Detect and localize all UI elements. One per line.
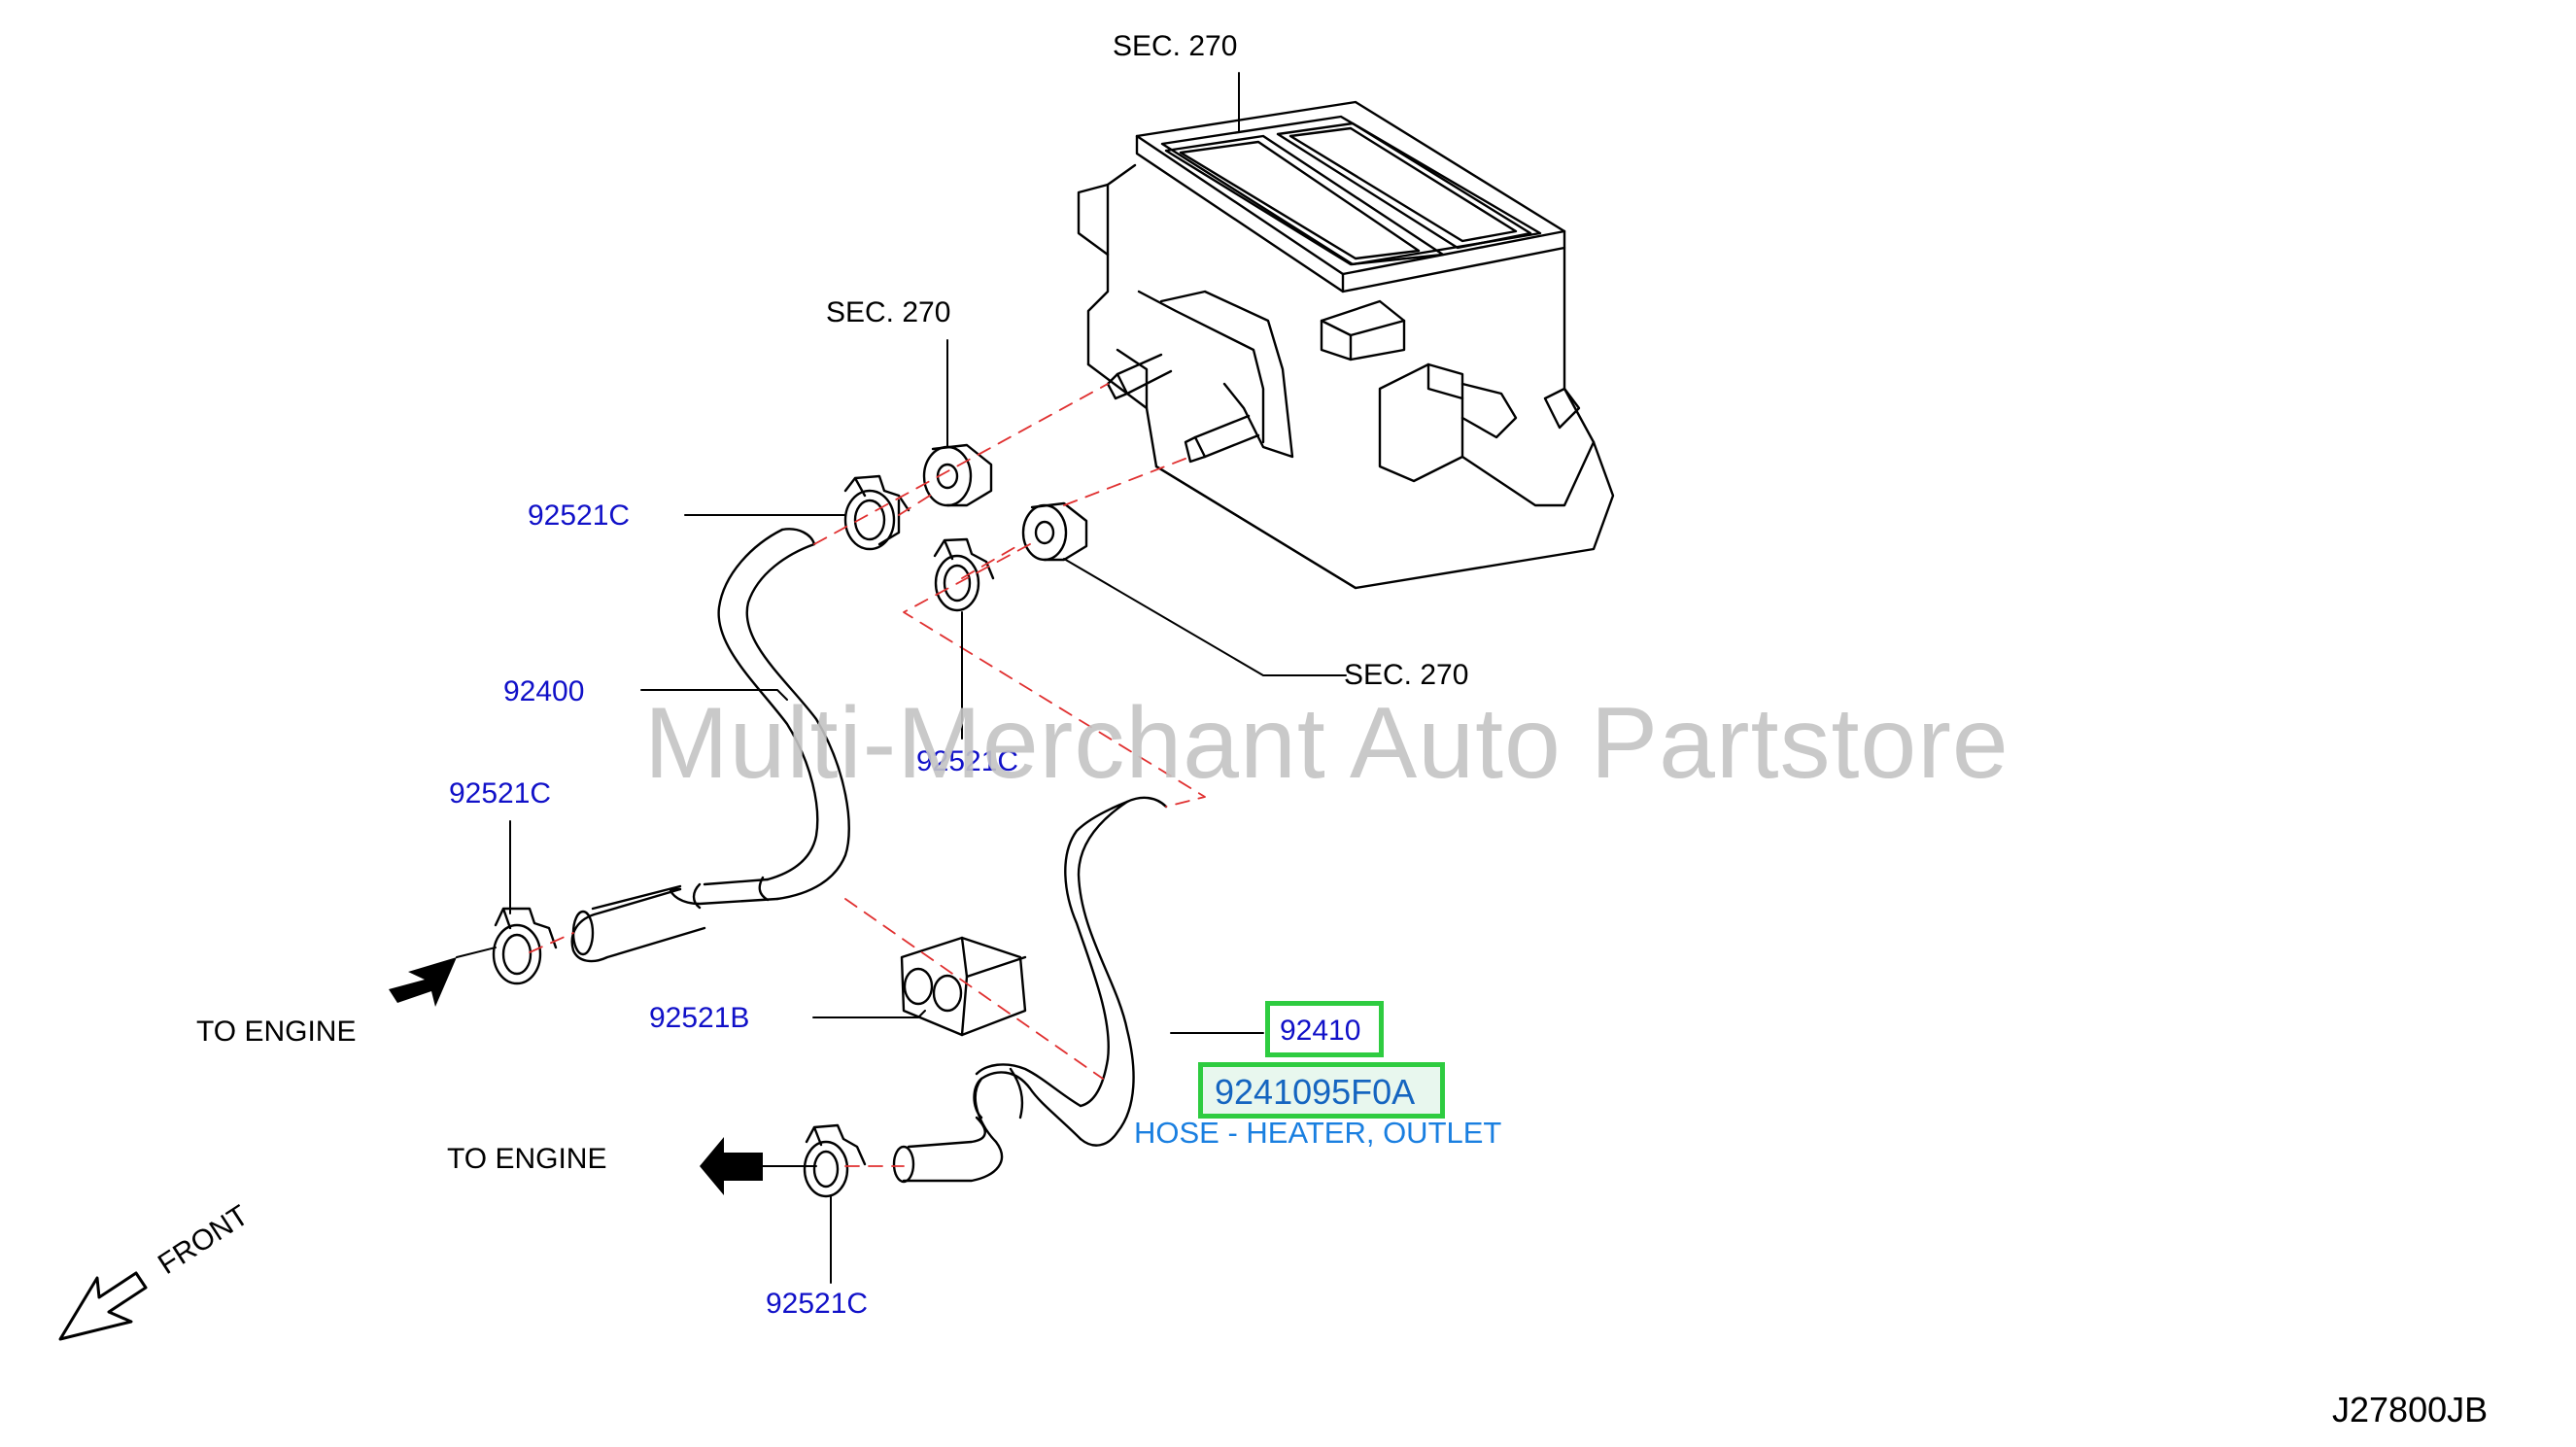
dashed-leaders bbox=[529, 383, 1206, 1167]
heater-pipes-drawing bbox=[1106, 353, 1260, 464]
to-engine-label-upper: TO ENGINE bbox=[196, 1016, 357, 1048]
part-label-hose-inlet[interactable]: 92400 bbox=[503, 675, 585, 707]
to-engine-arrow-upper bbox=[389, 957, 457, 1007]
highlight-part-number: 92410 bbox=[1280, 1015, 1361, 1047]
clamps-drawing bbox=[492, 474, 995, 1198]
part-description[interactable]: HOSE - HEATER, OUTLET bbox=[1134, 1116, 1502, 1150]
to-engine-label-lower: TO ENGINE bbox=[447, 1143, 607, 1175]
part-label-clamp-left[interactable]: 92521C bbox=[449, 777, 552, 810]
part-label-clamp-bottom[interactable]: 92521C bbox=[766, 1288, 869, 1320]
solid-leaders bbox=[509, 72, 1347, 1284]
watermark: Multi-Merchant Auto Partstore bbox=[644, 687, 2009, 800]
sec-label-right: SEC. 270 bbox=[1344, 659, 1469, 691]
grommets-drawing bbox=[922, 443, 1088, 562]
part-label-clamp-upper[interactable]: 92521C bbox=[528, 500, 631, 532]
arrow-shafts bbox=[456, 947, 817, 1167]
hose-outlet-drawing bbox=[892, 796, 1168, 1184]
diagram-code: J27800JB bbox=[2332, 1390, 2489, 1430]
highlight-full-part-box[interactable]: 9241095F0A bbox=[1198, 1062, 1445, 1119]
highlight-part-box[interactable]: 92410 bbox=[1265, 1001, 1384, 1057]
hose-inlet-drawing bbox=[570, 528, 850, 963]
front-arrow-icon bbox=[58, 1271, 148, 1341]
part-label-clamp-mid[interactable]: 92521C bbox=[916, 745, 1019, 777]
sec-label-top: SEC. 270 bbox=[1113, 30, 1238, 62]
bracket-drawing bbox=[900, 936, 1027, 1037]
part-label-bracket[interactable]: 92521B bbox=[649, 1002, 750, 1034]
to-engine-arrow-lower bbox=[700, 1137, 763, 1195]
sec-label-middle: SEC. 270 bbox=[826, 296, 951, 328]
heater-unit-drawing bbox=[1077, 100, 1615, 590]
to-engine-arrows bbox=[389, 957, 763, 1195]
highlight-full-part-number: 9241095F0A bbox=[1215, 1072, 1416, 1112]
